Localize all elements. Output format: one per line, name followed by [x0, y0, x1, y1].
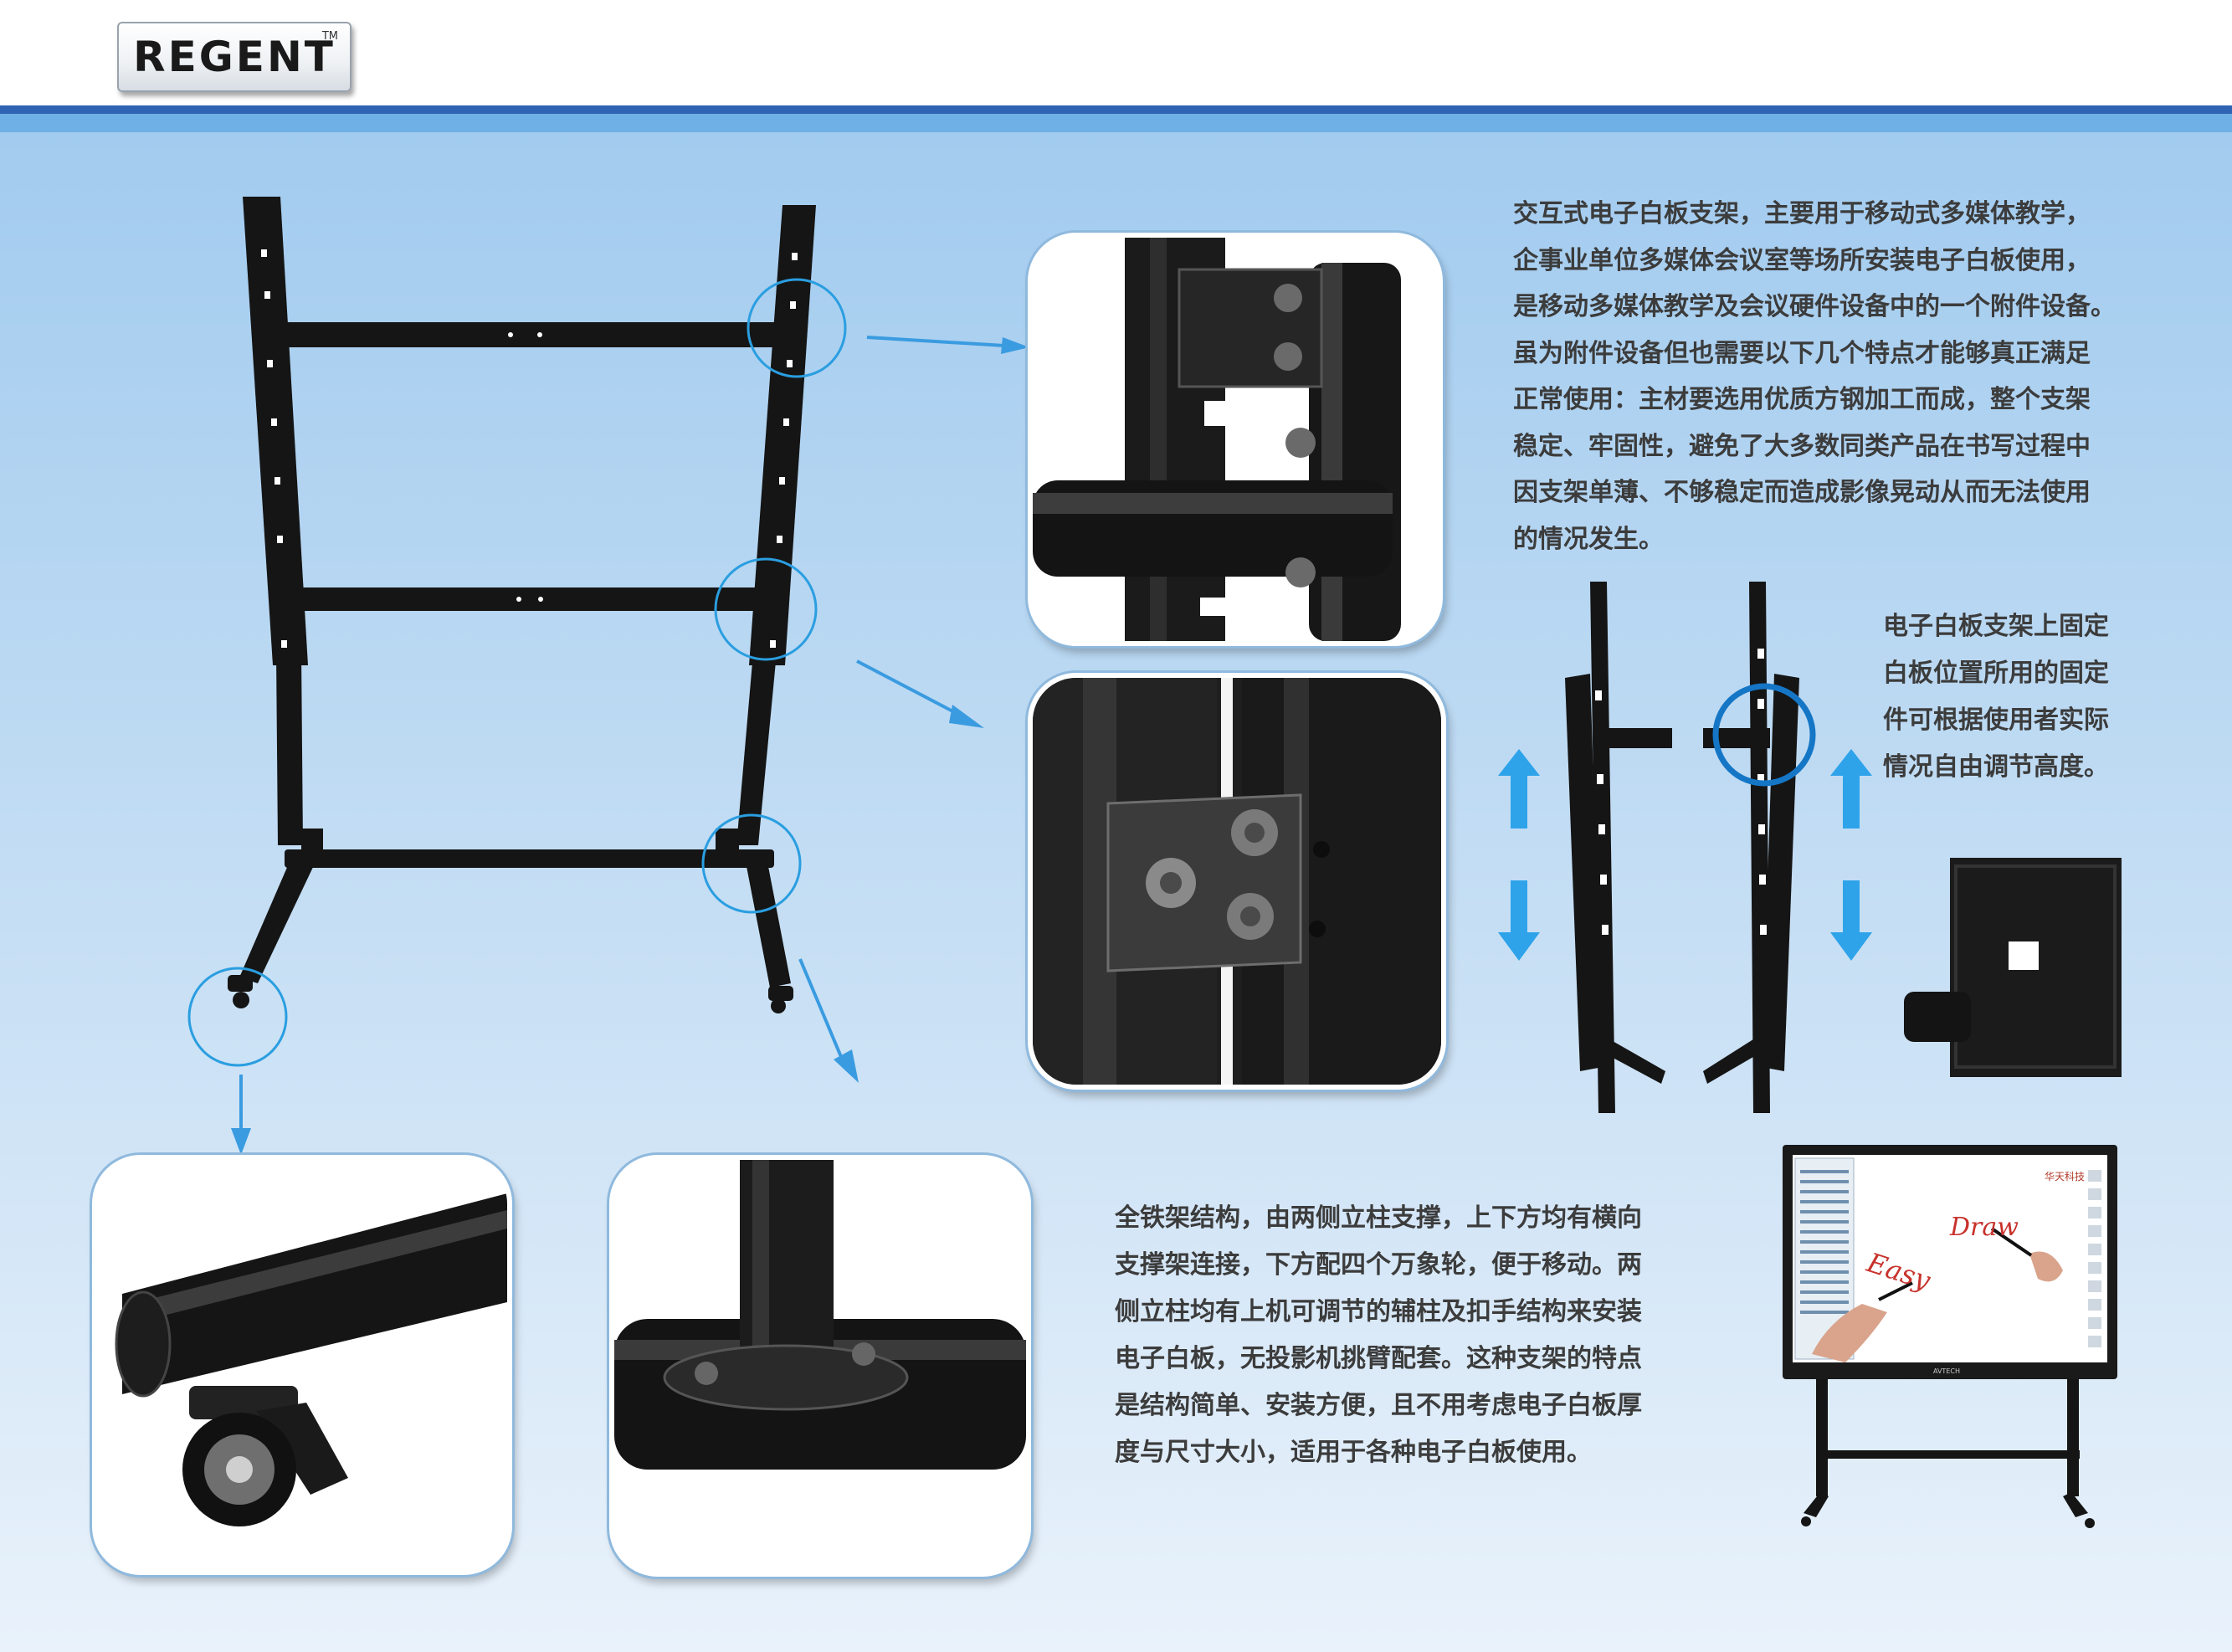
arrow-to-caster-detail	[231, 1075, 251, 1155]
header-line-dark	[0, 105, 2232, 114]
move-down-arrow-left	[1498, 880, 1540, 961]
structure-description-line: 电子白板，无投影机挑臂配套。这种支架的特点	[1115, 1344, 1642, 1373]
structure-description-line: 是结构简单、安装方便，且不用考虑电子白板厚	[1115, 1391, 1642, 1420]
bracket-description-line: 件可根据使用者实际	[1883, 705, 2109, 735]
structure-description: 全铁架结构，由两侧立柱支撑，上下方均有横向 支撑架连接，下方配四个万象轮，便于移…	[1115, 1195, 1642, 1476]
structure-description-line: 侧立柱均有上机可调节的辅柱及扣手结构来安装	[1115, 1297, 1642, 1326]
move-up-arrow-right	[1830, 749, 1872, 829]
arrow-to-middle-detail	[856, 659, 984, 728]
main-description: 交互式电子白板支架，主要用于移动式多媒体教学， 企事业单位多媒体会议室等场所安装…	[1513, 191, 2116, 562]
arrow-from-base-joint	[798, 958, 859, 1083]
whiteboard-word-draw: Draw	[1949, 1213, 2019, 1242]
detail-photo-slot	[1904, 858, 2122, 1077]
move-down-arrow-right	[1830, 880, 1872, 961]
structure-description-line: 支撑架连接，下方配四个万象轮，便于移动。两	[1115, 1250, 1642, 1280]
main-description-line: 企事业单位多媒体会议室等场所安装电子白板使用，	[1513, 245, 2091, 275]
main-description-line: 稳定、牢固性，避免了大多数同类产品在书写过程中	[1513, 431, 2091, 461]
whiteboard-on-stand: Draw Easy 华天科技 AVTECH	[1783, 1145, 2117, 1528]
detail-photo-upper-bracket	[1028, 233, 1443, 646]
whiteboard-bezel-label: AVTECH	[1933, 1367, 1960, 1375]
main-description-line: 是移动多媒体教学及会议硬件设备中的一个附件设备。	[1513, 292, 2116, 321]
arrow-to-top-detail	[866, 336, 1029, 354]
move-up-arrow-left	[1498, 749, 1540, 829]
structure-description-line: 度与尺寸大小，适用于各种电子白板使用。	[1115, 1438, 1592, 1467]
main-description-line: 交互式电子白板支架，主要用于移动式多媒体教学，	[1513, 199, 2091, 228]
detail-photo-side-bracket	[1028, 673, 1446, 1090]
bracket-description: 电子白板支架上固定 白板位置所用的固定 件可根据使用者实际 情况自由调节高度。	[1883, 603, 2109, 791]
structure-description-line: 全铁架结构，由两侧立柱支撑，上下方均有横向	[1115, 1203, 1642, 1233]
main-description-line: 正常使用：主材要选用优质方钢加工而成，整个支架	[1513, 385, 2091, 414]
main-description-line: 的情况发生。	[1513, 524, 1664, 554]
stand-illustration	[228, 197, 847, 1013]
bracket-description-line: 情况自由调节高度。	[1883, 752, 2109, 782]
logo-text: REGENT	[133, 33, 336, 81]
detail-photo-base-joint	[609, 1155, 1031, 1577]
logo-trademark: TM	[321, 30, 338, 43]
caster-callout-circle	[187, 967, 288, 1067]
adjustable-uprights-illustration	[1565, 582, 1816, 1113]
brand-logo[interactable]: REGENT TM	[117, 22, 351, 92]
main-description-line: 虽为附件设备但也需要以下几个特点才能够真正满足	[1513, 338, 2091, 368]
header-bar	[0, 0, 2232, 107]
whiteboard-brand-mark: 华天科技	[2045, 1171, 2085, 1183]
header-line-light	[0, 114, 2232, 132]
bracket-description-line: 电子白板支架上固定	[1883, 612, 2109, 641]
bracket-description-line: 白板位置所用的固定	[1883, 659, 2109, 688]
detail-photo-caster	[92, 1155, 512, 1575]
main-description-line: 因支架单薄、不够稳定而造成影像晃动从而无法使用	[1513, 478, 2091, 507]
